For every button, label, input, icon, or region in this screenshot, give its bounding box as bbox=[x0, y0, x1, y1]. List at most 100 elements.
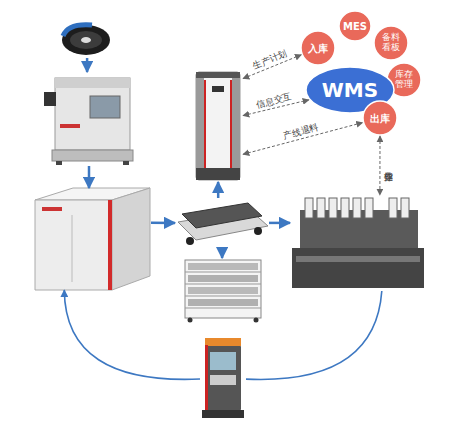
ellipse-shape bbox=[363, 101, 397, 135]
flow-arrow bbox=[269, 222, 290, 225]
edge-label: 信息交互 bbox=[256, 92, 293, 109]
xray-foot bbox=[56, 161, 62, 165]
node-label: 库存管理 bbox=[393, 70, 415, 90]
node-text-box bbox=[175, 198, 269, 248]
node-text-box bbox=[42, 72, 136, 166]
dashed-connector bbox=[243, 100, 309, 116]
rack-frame bbox=[185, 260, 261, 318]
module-circle: 备料看板 bbox=[373, 25, 409, 61]
node-text-box: 出库 bbox=[362, 100, 398, 136]
storage-tower-area bbox=[193, 70, 243, 182]
kiosk-area bbox=[200, 335, 246, 421]
ellipse-shape bbox=[387, 63, 421, 97]
smt-base bbox=[292, 248, 424, 288]
return-arc bbox=[246, 291, 382, 379]
tower-display bbox=[212, 86, 224, 92]
kiosk-stripe bbox=[205, 345, 208, 411]
flow-arrow bbox=[221, 248, 224, 258]
smt-feeder bbox=[305, 198, 313, 218]
return-arc bbox=[64, 290, 200, 379]
smt-feeder bbox=[389, 198, 397, 218]
rack-shelf bbox=[185, 272, 261, 273]
flow-arrow bbox=[217, 182, 220, 198]
node-label: MES bbox=[343, 21, 367, 32]
node-text-box: 入库 bbox=[300, 30, 336, 66]
cabinet-front bbox=[35, 200, 112, 290]
reel-tape bbox=[63, 25, 92, 36]
node-text-box bbox=[183, 258, 263, 322]
ellipse-shape bbox=[301, 31, 335, 65]
rack-shelf bbox=[185, 296, 261, 297]
node-text-box bbox=[290, 195, 426, 291]
ellipse-shape bbox=[339, 11, 371, 41]
smt-feeder bbox=[365, 198, 373, 218]
storage-cabinet-area bbox=[35, 188, 151, 290]
storage-tower bbox=[196, 72, 240, 180]
rack-wheel bbox=[254, 318, 259, 323]
smt-feeder bbox=[329, 198, 337, 218]
kiosk-top bbox=[205, 338, 241, 346]
kiosk-body bbox=[205, 345, 241, 411]
xray-top bbox=[55, 78, 130, 88]
cabinet-side bbox=[112, 188, 150, 290]
reel-rack-area bbox=[183, 258, 263, 322]
reel-area bbox=[60, 22, 112, 58]
node-label: 出库 bbox=[370, 113, 390, 124]
reel-rack bbox=[185, 260, 261, 323]
kiosk-keypad bbox=[210, 375, 236, 385]
smt-placement-machine bbox=[292, 198, 424, 288]
flow-arrow bbox=[86, 58, 89, 72]
edge-label: 产线退料 bbox=[282, 123, 319, 141]
xray-base bbox=[52, 150, 133, 161]
xray-monitor bbox=[44, 92, 56, 106]
tower-stripe bbox=[230, 80, 232, 170]
xray-counter bbox=[44, 78, 133, 165]
xray-body bbox=[55, 78, 130, 150]
rack-shelf bbox=[185, 308, 261, 309]
xray-indicator bbox=[60, 124, 80, 128]
storage-cabinet bbox=[35, 188, 150, 290]
agv-shelf bbox=[182, 203, 262, 228]
flow-arrow bbox=[151, 222, 175, 225]
cabinet-door-line bbox=[72, 215, 73, 282]
xray-foot bbox=[123, 161, 129, 165]
node-text-box bbox=[193, 70, 243, 182]
rack-wheel bbox=[188, 318, 193, 323]
tower-base bbox=[196, 168, 240, 180]
module-circle: 入库 bbox=[300, 30, 336, 66]
smt-feeder bbox=[341, 198, 349, 218]
smt-machine-area bbox=[290, 195, 426, 291]
agv-area bbox=[175, 198, 269, 248]
reel-hub bbox=[81, 37, 91, 43]
tower-stripe bbox=[204, 80, 206, 170]
flow-arrow bbox=[88, 166, 91, 188]
rack-reels bbox=[188, 275, 258, 282]
node-text-box: 备料看板 bbox=[373, 25, 409, 61]
node-text-box bbox=[60, 22, 112, 58]
rack-reels bbox=[188, 299, 258, 306]
tape-reel bbox=[62, 25, 110, 55]
tower-cap bbox=[196, 72, 240, 78]
node-text-box bbox=[200, 335, 246, 421]
node-text-box: MES bbox=[338, 10, 372, 42]
smt-strip bbox=[296, 256, 420, 262]
kiosk-screen bbox=[210, 352, 236, 370]
dashed-connector bbox=[243, 55, 301, 79]
agv-cart bbox=[178, 203, 268, 245]
xray-window bbox=[90, 96, 120, 118]
xray-counter-area bbox=[42, 72, 136, 166]
edge-label: 生产计划 bbox=[251, 49, 288, 71]
cabinet-stripe bbox=[108, 200, 112, 290]
tower-body bbox=[196, 72, 240, 180]
kiosk-terminal bbox=[202, 338, 244, 418]
node-label: 入库 bbox=[308, 43, 328, 54]
node-text-box bbox=[35, 188, 151, 290]
agv-wheel bbox=[254, 227, 262, 235]
reel-inner bbox=[70, 31, 102, 49]
node-label: WMS bbox=[322, 79, 378, 101]
